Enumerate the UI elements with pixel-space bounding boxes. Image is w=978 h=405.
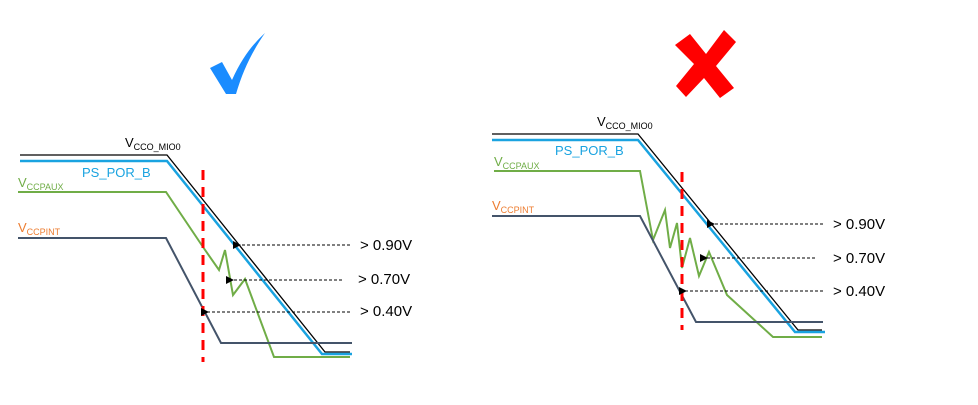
vccpint-label: VCCPINT <box>492 198 535 215</box>
vccpint-line <box>18 237 352 344</box>
threshold-label: > 0.40V <box>360 303 412 320</box>
right-panel: VCCO_MIO0 PS_POR_B VCCPAUX VCCPINT > 0.9… <box>492 30 885 338</box>
vccpaux-label: VCCPAUX <box>494 154 540 171</box>
threshold-label: > 0.40V <box>833 283 885 300</box>
vccpaux-label: VCCPAUX <box>18 175 64 192</box>
threshold-label: > 0.70V <box>833 250 885 267</box>
vcco-label: VCCO_MIO0 <box>125 135 181 152</box>
vcco-line <box>20 154 350 353</box>
ps-por-b-line <box>20 159 352 356</box>
vccpint-label: VCCPINT <box>18 220 61 237</box>
vccpaux-line <box>494 170 822 338</box>
vcco-line <box>492 133 822 331</box>
threshold-label: > 0.70V <box>358 271 410 288</box>
ps-por-b-label: PS_POR_B <box>555 143 624 158</box>
threshold-label: > 0.90V <box>360 237 412 254</box>
vccpint-line <box>492 215 823 323</box>
left-panel: VCCO_MIO0 PS_POR_B VCCPAUX VCCPINT > 0.9… <box>18 33 412 362</box>
threshold-label: > 0.90V <box>833 216 885 233</box>
checkmark-icon <box>210 33 265 94</box>
cross-icon <box>675 30 736 98</box>
ps-por-b-label: PS_POR_B <box>82 165 151 180</box>
vccpaux-line <box>18 191 350 358</box>
ps-por-b-line <box>492 138 825 334</box>
vcco-label: VCCO_MIO0 <box>597 114 653 131</box>
